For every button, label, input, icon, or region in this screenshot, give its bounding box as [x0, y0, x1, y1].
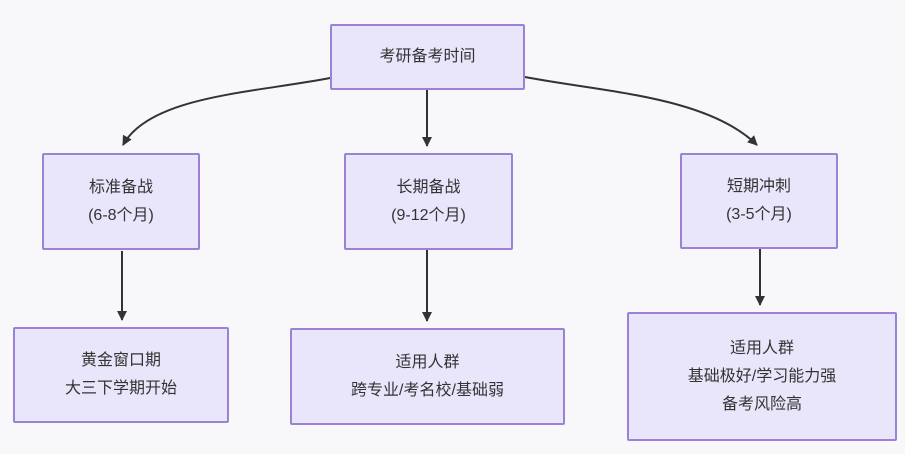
node-longterm-detail: 适用人群 跨专业/考名校/基础弱 [290, 328, 565, 425]
node-sprint-detail: 适用人群 基础极好/学习能力强 备考风险高 [627, 312, 897, 441]
node-label-line: 短期冲刺 [726, 178, 791, 195]
node-label-line: 标准备战 [88, 178, 153, 196]
node-exam-prep-time: 考研备考时间 [330, 24, 525, 90]
node-label: 考研备考时间 [379, 48, 476, 65]
node-longterm-prep: 长期备战 (9-12个月) [344, 153, 513, 250]
node-label-line: (3-5个月) [726, 206, 792, 223]
node-label-line: 跨专业/考名校/基础弱 [351, 381, 504, 399]
node-label-line: 黄金窗口期 [80, 352, 161, 369]
node-label-line: 适用人群 [729, 339, 794, 357]
node-standard-prep: 标准备战 (6-8个月) [42, 153, 200, 250]
node-label-line: 基础极好/学习能力强 [687, 367, 837, 385]
node-label-line: 适用人群 [395, 353, 460, 371]
edge-root-standard [122, 77, 331, 146]
edge-root-sprint [524, 76, 758, 146]
node-standard-detail: 黄金窗口期 大三下学期开始 [13, 327, 229, 423]
node-label-line: 长期备战 [396, 178, 461, 196]
node-label-line: (6-8个月) [88, 206, 154, 224]
node-label-line: 备考风险高 [721, 395, 802, 413]
node-label-line: (9-12个月) [391, 206, 466, 224]
node-label-line: 大三下学期开始 [64, 380, 177, 397]
node-sprint-prep: 短期冲刺 (3-5个月) [680, 153, 838, 249]
